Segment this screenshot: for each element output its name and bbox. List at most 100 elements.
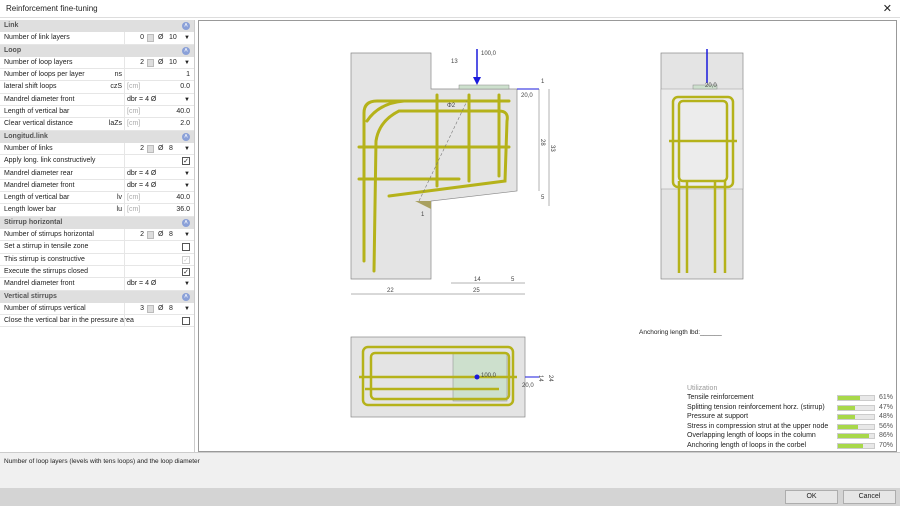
- property-value-cell[interactable]: [124, 241, 194, 253]
- chevron-down-icon[interactable]: ▼: [184, 232, 190, 239]
- property-value-cell[interactable]: [cm]0.0: [124, 81, 194, 93]
- dropdown-value[interactable]: dbr = 4 Ø: [127, 169, 157, 177]
- dropdown-value[interactable]: dbr = 4 Ø: [127, 181, 157, 189]
- count-value[interactable]: 3: [140, 304, 144, 312]
- svg-text:24: 24: [547, 375, 553, 382]
- spinner-icon[interactable]: [147, 34, 154, 43]
- svg-text:5: 5: [511, 277, 515, 283]
- checkbox[interactable]: [182, 243, 190, 252]
- svg-text:14: 14: [537, 375, 543, 382]
- utilization-label: Stress in compression strut at the upper…: [687, 422, 829, 430]
- collapse-icon[interactable]: ˄: [182, 46, 190, 55]
- spinner-icon[interactable]: [147, 304, 154, 313]
- checkbox[interactable]: [182, 317, 190, 326]
- value-input[interactable]: 0.0: [180, 83, 190, 91]
- collapse-icon[interactable]: ˄: [182, 218, 190, 227]
- property-row: Length of vertical bar [cm]40.0: [0, 106, 194, 119]
- front-view: 20,0: [660, 49, 744, 280]
- chevron-down-icon[interactable]: ▼: [184, 59, 190, 66]
- property-row: Apply long. link constructively✓: [0, 155, 194, 168]
- property-value-cell[interactable]: [124, 315, 194, 327]
- diameter-symbol: Ø: [158, 34, 164, 42]
- diameter-value[interactable]: 10: [169, 58, 177, 66]
- utilization-bar: [837, 433, 875, 440]
- collapse-icon[interactable]: ˄: [182, 292, 190, 301]
- diameter-value[interactable]: 10: [169, 34, 177, 42]
- chevron-down-icon[interactable]: ▼: [184, 281, 190, 288]
- utilization-percent: 47%: [879, 403, 894, 411]
- section-header[interactable]: Vertical stirrups˄: [0, 290, 194, 303]
- property-value-cell[interactable]: 0 Ø 10 ▼: [124, 32, 194, 44]
- count-value[interactable]: 2: [140, 144, 144, 152]
- property-value-cell[interactable]: ✓: [124, 265, 194, 278]
- anchoring-length-label: Anchoring length lbd:______: [639, 329, 722, 336]
- chevron-down-icon[interactable]: ▼: [184, 182, 190, 189]
- section-header[interactable]: Link˄: [0, 20, 194, 33]
- checkbox[interactable]: ✓: [182, 157, 190, 166]
- property-row: Mandrel diameter front dbr = 4 Ø ▼: [0, 179, 194, 193]
- diameter-value[interactable]: 8: [169, 231, 173, 239]
- chevron-down-icon[interactable]: ▼: [184, 170, 190, 177]
- value-input[interactable]: 40.0: [176, 108, 190, 116]
- close-icon[interactable]: ✕: [882, 3, 892, 15]
- checkbox[interactable]: ✓: [182, 267, 190, 276]
- section-header[interactable]: Stirrup horizontal˄: [0, 216, 194, 230]
- diameter-value[interactable]: 8: [169, 304, 173, 312]
- spinner-icon[interactable]: [147, 231, 154, 240]
- value-input[interactable]: 1: [186, 71, 190, 79]
- chevron-down-icon[interactable]: ▼: [184, 145, 190, 152]
- collapse-icon[interactable]: ˄: [182, 132, 190, 141]
- property-value-cell[interactable]: 1: [124, 69, 194, 81]
- property-value-cell[interactable]: [cm] 36.0: [124, 204, 194, 216]
- value-input[interactable]: 40.0: [176, 194, 190, 202]
- property-value-cell[interactable]: dbr = 4 Ø ▼: [124, 278, 194, 290]
- unit-label: [cm]: [127, 206, 141, 214]
- count-value[interactable]: 2: [140, 231, 144, 239]
- property-label: Mandrel diameter front: [4, 181, 75, 189]
- reinforcement-drawing: 100,0 20,0 13 Φ2 1 28 33 1 5 14 5 22 25 …: [350, 49, 744, 418]
- property-value-cell[interactable]: ✓: [124, 253, 194, 265]
- chevron-down-icon[interactable]: ▼: [184, 305, 190, 312]
- utilization-fill: [838, 405, 855, 410]
- property-value-cell[interactable]: dbr = 4 Ø ▼: [124, 179, 194, 192]
- collapse-icon[interactable]: ˄: [182, 22, 190, 30]
- property-label: Length of vertical bar: [4, 108, 70, 116]
- diameter-symbol: Ø: [158, 304, 164, 312]
- dropdown-value[interactable]: dbr = 4 Ø: [127, 95, 157, 103]
- property-value-cell[interactable]: dbr = 4 Ø ▼: [124, 93, 194, 106]
- ok-button[interactable]: OK: [785, 490, 838, 504]
- property-label: Close the vertical bar in the pressure a…: [4, 317, 134, 325]
- utilization-label: Anchoring length of loops in the corbel: [687, 441, 807, 449]
- value-input[interactable]: 2.0: [180, 120, 190, 128]
- chevron-down-icon[interactable]: ▼: [184, 35, 190, 42]
- value-input[interactable]: 36.0: [176, 206, 190, 214]
- cancel-button[interactable]: Cancel: [843, 490, 896, 504]
- section-header[interactable]: Longitud.link˄: [0, 130, 194, 143]
- property-value-cell[interactable]: [cm]40.0: [124, 106, 194, 118]
- utilization-row: Stress in compression strut at the upper…: [687, 422, 897, 432]
- section-title: Loop: [4, 46, 22, 54]
- property-value-cell[interactable]: [cm]40.0: [124, 192, 194, 204]
- property-label: This stirrup is constructive: [4, 255, 85, 263]
- count-value[interactable]: 0: [140, 34, 144, 42]
- dropdown-value[interactable]: dbr = 4 Ø: [127, 280, 157, 288]
- property-value-cell[interactable]: [cm]2.0: [124, 118, 194, 130]
- diameter-value[interactable]: 8: [169, 144, 173, 152]
- property-value-cell[interactable]: ✓: [124, 155, 194, 167]
- section-header[interactable]: Loop ˄: [0, 44, 194, 57]
- spinner-icon[interactable]: [147, 58, 154, 67]
- spinner-icon[interactable]: [147, 144, 154, 153]
- chevron-down-icon[interactable]: ▼: [184, 96, 190, 103]
- svg-text:20,0: 20,0: [522, 383, 534, 389]
- count-value[interactable]: 2: [140, 58, 144, 66]
- property-value-cell[interactable]: dbr = 4 Ø ▼: [124, 167, 194, 179]
- svg-text:20,0: 20,0: [521, 93, 533, 99]
